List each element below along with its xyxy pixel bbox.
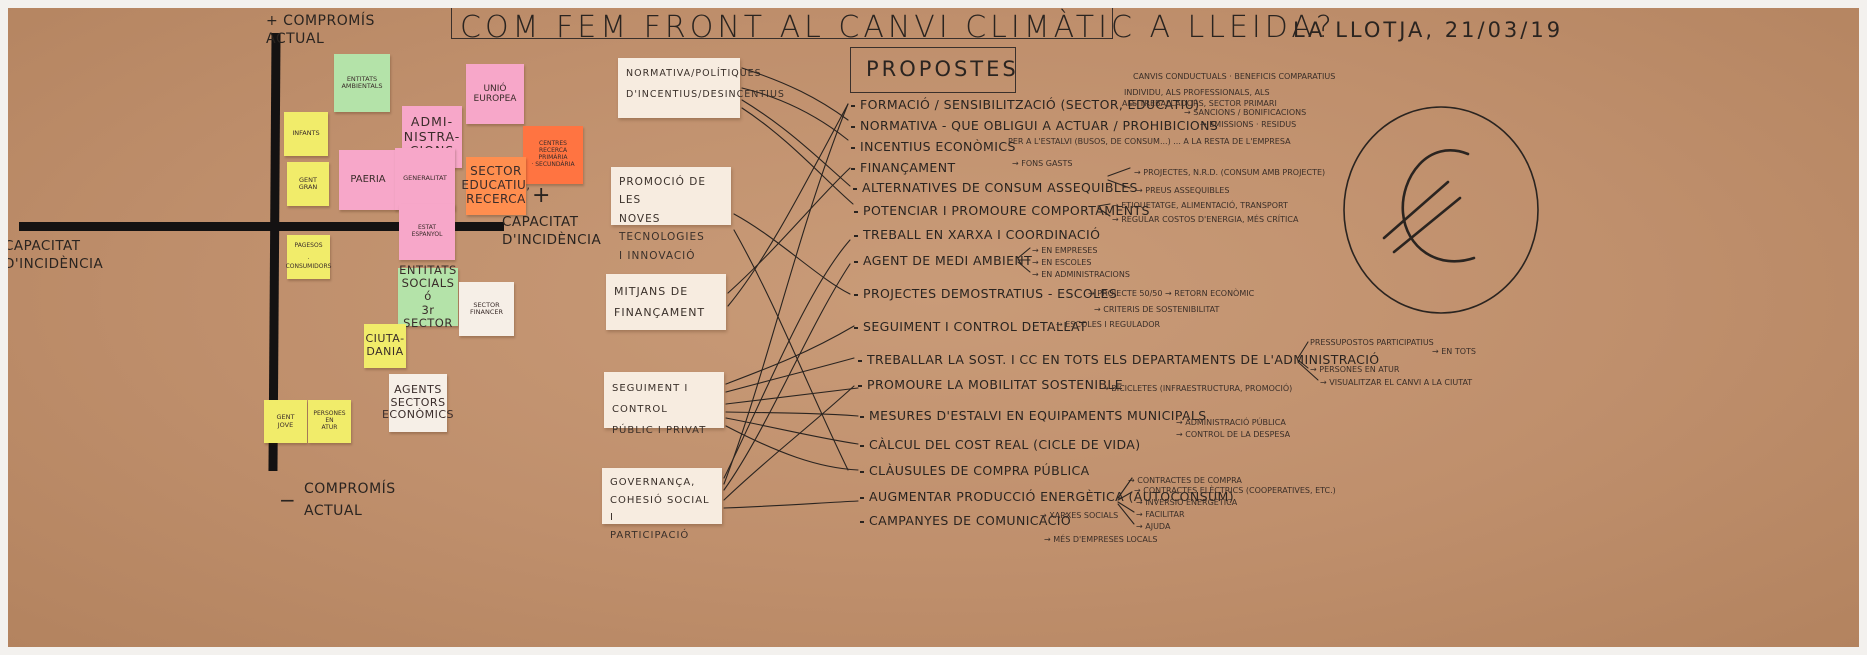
side-note: → FACILITAR — [1136, 510, 1185, 519]
card-promocio: PROMOCIÓ DE LES NOVES TECNOLOGIES I INNO… — [611, 167, 731, 262]
sticky-pagesos: PAGESOS · CONSUMIDORS — [286, 235, 331, 279]
side-note: → AJUDA — [1136, 522, 1171, 531]
side-note: → SANCIONS / BONIFICACIONS — [1184, 108, 1307, 117]
propostes-frame — [850, 47, 1016, 93]
side-note: → CONTRACTES ELÈCTRICS (COOPERATIVES, ET… — [1134, 486, 1336, 495]
axis-left-label: CAPACITAT D'INCIDÈNCIA — [8, 238, 104, 272]
title-frame — [451, 8, 1113, 39]
side-note: INDIVIDU, ALS PROFESSIONALS, ALS — [1124, 88, 1270, 97]
side-note: → ESCOLES I REGULADOR — [1056, 320, 1161, 329]
side-note: → EN EMPRESES — [1032, 246, 1098, 255]
side-note: → BICICLETES (INFRAESTRUCTURA, PROMOCIÓ) — [1102, 384, 1293, 393]
proposal-item: MESURES D'ESTALVI EN EQUIPAMENTS MUNICIP… — [860, 408, 1207, 423]
proposal-item: NORMATIVA - QUE OBLIGUI A ACTUAR / PROHI… — [851, 118, 1218, 133]
card-seguiment: SEGUIMENT I CONTROL PÚBLIC I PRIVAT — [604, 372, 724, 436]
proposal-item: AGENT DE MEDI AMBIENT — [854, 253, 1032, 268]
side-note: ALS TREBALLADORS, SECTOR PRIMARI — [1122, 99, 1277, 108]
sticky-entitats-ambientals: ENTITATS AMBIENTALS — [334, 54, 390, 112]
proposal-item: CÀLCUL DEL COST REAL (CICLE DE VIDA) — [860, 437, 1141, 452]
side-note: PRESSUPOSTOS PARTICIPATIUS — [1310, 338, 1434, 347]
proposal-item: FORMACIÓ / SENSIBILITZACIÓ (SECTOR, EDUC… — [851, 97, 1200, 112]
side-note: → FONS GASTS — [1012, 159, 1073, 168]
card-mitjans: MITJANS DE FINANÇAMENT — [606, 274, 726, 330]
proposal-item: POTENCIAR I PROMOURE COMPORTAMENTS — [854, 203, 1150, 218]
side-note: PER A L'ESTALVI (BUSOS, DE CONSUM...) ..… — [1008, 137, 1291, 146]
side-note: → PROJECTE 50/50 → RETORN ECONÒMIC — [1088, 289, 1255, 298]
proposal-item: FINANÇAMENT — [851, 160, 955, 175]
side-note: → EN TOTS — [1432, 347, 1476, 356]
proposal-item: AUGMENTAR PRODUCCIÓ ENERGÈTICA (AUTOCONS… — [860, 489, 1234, 504]
side-note: → PERSONES EN ATUR — [1310, 365, 1400, 374]
axis-right-plus: + — [532, 183, 551, 208]
side-note: → MÉS D'EMPRESES LOCALS — [1044, 535, 1158, 544]
side-note: → EN ESCOLES — [1032, 258, 1092, 267]
axis-right-label: CAPACITAT D'INCIDÈNCIA — [502, 214, 602, 248]
sticky-sector-financer: SECTOR FINANCER — [459, 282, 514, 336]
sticky-persones-atur: PERSONES EN ATUR — [308, 400, 351, 443]
sticky-infants: INFANTS — [284, 112, 328, 156]
side-note: → PREUS ASSEQUIBLES — [1136, 186, 1230, 195]
axis-bottom-label: COMPROMÍS ACTUAL — [304, 481, 396, 520]
side-note: → CONTRACTES DE COMPRA — [1128, 476, 1242, 485]
sticky-unio-europea: UNIÓ EUROPEA — [466, 64, 524, 124]
card-normativa: NORMATIVA/POLÍTIQUES D'INCENTIUS/DESINCE… — [618, 58, 784, 118]
brown-paper-board: COM FEM FRONT AL CANVI CLIMÀTIC A LLEIDA… — [8, 8, 1859, 647]
side-note: → INVERSIÓ ENERGÈTICA — [1136, 498, 1238, 507]
side-note: CANVIS CONDUCTUALS · BENEFICIS COMPARATI… — [1133, 72, 1336, 81]
horizontal-axis — [19, 222, 504, 231]
sticky-centres-recerca: CENTRES RECERCA PRIMÀRIA · SECUNDÀRIA — [523, 126, 583, 184]
axis-top-label: + COMPROMÍS ACTUAL — [266, 13, 375, 48]
sticky-sector-educatiu: SECTOR EDUCATIU, RECERCA — [461, 157, 530, 215]
proposal-item: SEGUIMENT I CONTROL DETALLAT — [854, 319, 1087, 334]
side-note: → CRITERIS DE SOSTENIBILITAT — [1094, 305, 1220, 314]
sticky-estat: ESTAT ESPANYOL — [399, 204, 455, 260]
proposal-item: ALTERNATIVES DE CONSUM ASSEQUIBLES — [853, 180, 1138, 195]
board-title: COM FEM FRONT AL CANVI CLIMÀTIC A LLEIDA… — [460, 10, 1336, 45]
proposal-item: CLÀUSULES DE COMPRA PÚBLICA — [860, 463, 1090, 478]
connector-lines — [723, 67, 1539, 525]
side-note: → PROJECTES, N.R.D. (CONSUM AMB PROJECTE… — [1134, 168, 1326, 177]
side-note: → XARXES SOCIALS — [1040, 511, 1119, 520]
side-note: → EN ADMINISTRACIONS — [1032, 270, 1130, 279]
propostes-title: PROPOSTES — [866, 57, 1019, 81]
sticky-agents-sectors: AGENTS SECTORS ECONÒMICS — [382, 374, 454, 432]
place-date: LA LLOTJA, 21/03/19 — [1293, 18, 1564, 42]
proposal-item: PROJECTES DEMOSTRATIUS - ESCOLES — [854, 286, 1117, 301]
side-note: → CONTROL DE LA DESPESA — [1176, 430, 1291, 439]
side-note: → REGULAR COSTOS D'ENERGIA, MÉS CRÍTICA — [1112, 215, 1299, 224]
sticky-generalitat: GENERALITAT — [395, 148, 455, 210]
sticky-paeria: PAERIA — [339, 150, 397, 210]
side-note: → ADMINISTRACIÓ PÚBLICA — [1176, 418, 1286, 427]
side-note: → VISUALITZAR EL CANVI A LA CIUTAT — [1320, 378, 1473, 387]
proposal-item: TREBALLAR LA SOST. I CC EN TOTS ELS DEPA… — [858, 352, 1380, 367]
proposal-item: CAMPANYES DE COMUNICACIÓ — [860, 513, 1071, 528]
proposal-item: TREBALL EN XARXA I COORDINACIÓ — [854, 227, 1100, 242]
proposal-item: PROMOURE LA MOBILITAT SOSTENIBLE — [858, 377, 1123, 392]
sticky-gent-gran: GENT GRAN — [287, 162, 329, 206]
side-note: → ETIQUETATGE, ALIMENTACIÓ, TRANSPORT — [1112, 201, 1288, 210]
card-governanca: GOVERNANÇA, COHESIÓ SOCIAL I PARTICIPACI… — [602, 468, 722, 541]
side-note: → EMISSIONS · RESIDUS — [1200, 120, 1297, 129]
axis-bottom-minus: − — [279, 488, 297, 512]
proposal-item: INCENTIUS ECONÒMICS — [851, 139, 1016, 154]
sticky-ciutadania: CIUTA- DANIA — [364, 324, 406, 368]
sticky-gent-jove: GENT JOVE — [264, 400, 307, 443]
